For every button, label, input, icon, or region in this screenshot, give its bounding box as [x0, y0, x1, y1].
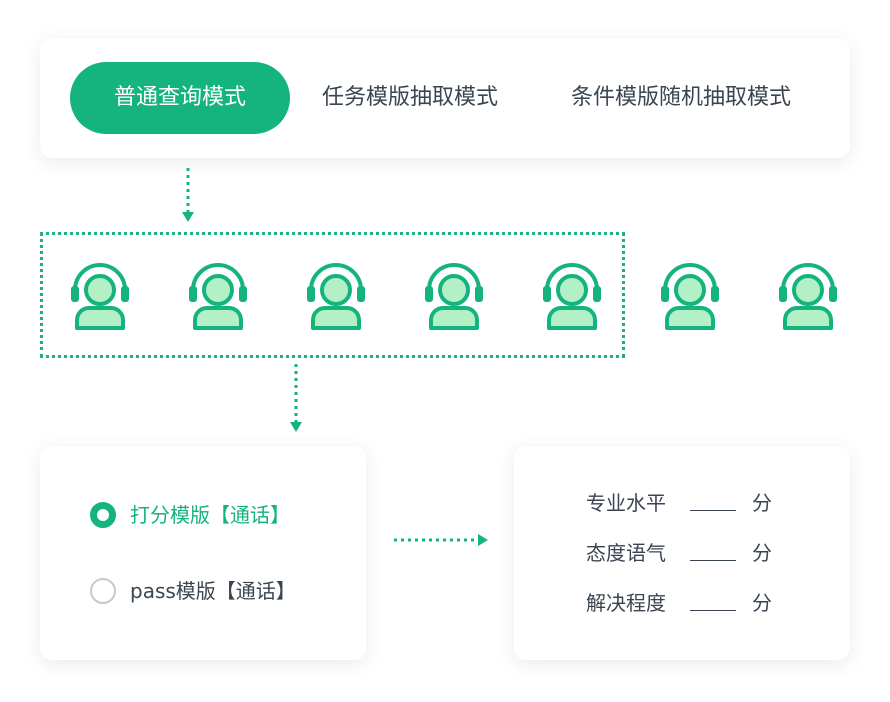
radio-unselected-icon[interactable] — [90, 578, 116, 604]
score-item-label: 解决程度 — [586, 591, 666, 615]
template-card — [40, 446, 366, 660]
score-blank[interactable] — [690, 510, 736, 511]
score-card — [514, 446, 850, 660]
headset-agent-icon — [541, 262, 603, 330]
headset-agent-icon — [305, 262, 367, 330]
template-option-label: pass模版【通话】 — [130, 579, 296, 603]
radio-selected-icon[interactable] — [90, 502, 116, 528]
score-blank[interactable] — [690, 610, 736, 611]
tab-normal-query-mode[interactable]: 普通查询模式 — [70, 62, 290, 134]
score-unit: 分 — [752, 541, 772, 565]
score-blank[interactable] — [690, 560, 736, 561]
selected-agents-group — [40, 232, 625, 358]
score-item-label: 态度语气 — [586, 541, 666, 565]
down-arrow-icon — [182, 168, 194, 222]
tab-task-template-mode[interactable]: 任务模版抽取模式 — [322, 85, 499, 110]
headset-agent-icon — [423, 262, 485, 330]
headset-agent-icon — [187, 262, 249, 330]
template-option-label: 打分模版【通话】 — [130, 503, 290, 527]
down-arrow-icon — [290, 364, 302, 432]
score-unit: 分 — [752, 491, 772, 515]
score-item-label: 专业水平 — [586, 491, 666, 515]
headset-agent-icon — [69, 262, 131, 330]
tab-conditional-random-mode[interactable]: 条件模版随机抽取模式 — [571, 85, 792, 110]
score-unit: 分 — [752, 591, 772, 615]
headset-agent-icon — [777, 262, 839, 330]
headset-agent-icon — [659, 262, 721, 330]
right-arrow-icon — [394, 534, 488, 546]
